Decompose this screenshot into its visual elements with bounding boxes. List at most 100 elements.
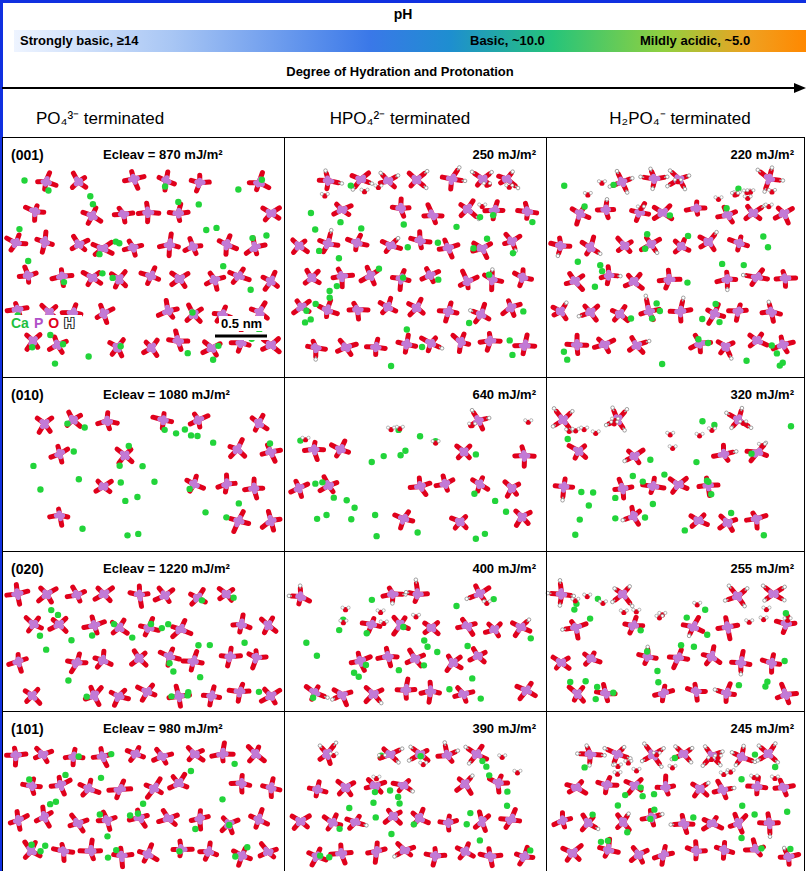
phosphorus-atom: [446, 308, 452, 311]
oxygen-bond: [166, 181, 174, 184]
water-hydrogen: [511, 184, 514, 187]
phosphorus-atom: [104, 418, 109, 421]
oxygen-bond: [97, 313, 103, 317]
phosphorus-atom: [329, 486, 330, 488]
oxygen-bond: [319, 178, 328, 183]
calcium-ion: [220, 263, 226, 269]
calcium-ion: [473, 536, 479, 542]
hydrogen-atom: [491, 268, 495, 272]
oxygen-bond: [670, 309, 680, 314]
oxygen-bond: [16, 235, 19, 243]
oxygen-bond: [259, 303, 265, 312]
oxygen-bond: [634, 282, 642, 288]
oxygen-bond: [60, 449, 68, 454]
hydrogen-atom: [605, 198, 609, 202]
oxygen-bond: [382, 242, 390, 246]
phosphorus-atom: [268, 521, 271, 523]
phosphorus-atom: [398, 205, 403, 208]
phosphorus-atom: [388, 244, 391, 245]
phosphorus-atom: [255, 244, 259, 250]
phosphorus-atom: [18, 306, 21, 312]
phosphorus-atom: [430, 274, 433, 275]
hydrogen-atom: [324, 169, 328, 173]
oxygen-bond: [133, 248, 135, 256]
calcium-ion: [348, 182, 354, 188]
phosphorus-atom: [76, 182, 78, 184]
water-hydrogen: [431, 440, 434, 443]
phosphorus-atom: [736, 243, 742, 245]
phosphorus-atom: [385, 304, 391, 307]
calcium-ion: [182, 426, 188, 432]
oxygen-bond: [355, 309, 361, 318]
phosphorus-atom: [15, 309, 21, 312]
phosphorus-atom: [236, 518, 239, 524]
calcium-ion: [373, 533, 379, 539]
phosphorus-atom: [430, 213, 433, 218]
calcium-ion: [572, 532, 578, 538]
calcium-ion: [400, 274, 406, 280]
phosphorus-atom: [443, 484, 449, 486]
oxygen-bond: [728, 522, 733, 530]
oxygen-bond: [505, 482, 512, 488]
oxygen-bond: [191, 180, 200, 182]
phosphorus-atom: [634, 456, 636, 458]
oxygen-bond: [668, 270, 669, 279]
oxygen-bond: [458, 452, 464, 458]
phosphorus-atom: [609, 273, 612, 278]
oxygen-bond: [112, 347, 118, 354]
oxygen-bond: [420, 239, 430, 245]
water-hydrogen: [616, 417, 619, 420]
phosphorus-atom: [224, 484, 230, 487]
oxygen-bond: [633, 516, 638, 524]
phosphorus-atom: [724, 451, 727, 457]
oxygen-bond: [137, 586, 142, 595]
oxygen-bond: [103, 242, 112, 248]
oxygen-bond: [327, 310, 337, 313]
calcium-ion: [397, 452, 403, 458]
phosphorus-atom: [120, 212, 123, 217]
water-hydrogen: [770, 203, 773, 206]
phosphorus-atom: [782, 276, 788, 278]
water-hydrogen: [616, 420, 619, 423]
phosphorus-atom: [119, 277, 121, 280]
oxygen-bond: [296, 481, 299, 488]
calcium-ion: [71, 448, 77, 454]
surface-snapshot: [7, 585, 280, 706]
calcium-ion: [765, 244, 771, 250]
calcium-ion: [29, 344, 35, 350]
phosphorus-atom: [325, 178, 328, 183]
hydrogen-atom: [730, 426, 734, 430]
oxygen-bond: [503, 307, 511, 314]
oxygen-bond: [410, 484, 420, 490]
oxygen-bond: [632, 338, 636, 345]
calcium-ion: [581, 203, 587, 209]
hydrogen-atom: [767, 300, 771, 304]
phosphorus-atom: [137, 592, 142, 595]
oxygen-bond: [725, 279, 730, 287]
calcium-ion: [331, 494, 337, 500]
hydrogen-atom: [598, 252, 602, 256]
phosphorus-atom: [269, 521, 275, 524]
oxygen-bond: [366, 344, 375, 349]
oxygen-bond: [340, 340, 346, 347]
calcium-ion: [661, 471, 667, 477]
phosphorus-atom: [149, 348, 152, 350]
calcium-ion: [337, 219, 343, 225]
hydrogen-atom: [639, 175, 643, 179]
phosphorus-atom: [712, 313, 714, 314]
oxygen-bond: [176, 331, 179, 341]
hydrogen-atom: [619, 274, 623, 278]
hydrogen-atom: [681, 296, 685, 300]
surface-snapshot: [293, 166, 537, 369]
water-hydrogen: [380, 184, 383, 187]
hydrogen-atom: [666, 184, 670, 188]
calcium-ion: [303, 307, 309, 313]
phosphorus-atom: [726, 345, 729, 346]
phosphorus-atom: [407, 342, 410, 348]
calcium-ion: [741, 262, 747, 268]
oxygen-bond: [766, 179, 769, 188]
oxygen-bond: [641, 311, 649, 314]
phosphorus-atom: [489, 341, 490, 344]
oxygen-bond: [95, 594, 104, 599]
water-hydrogen: [642, 205, 645, 208]
